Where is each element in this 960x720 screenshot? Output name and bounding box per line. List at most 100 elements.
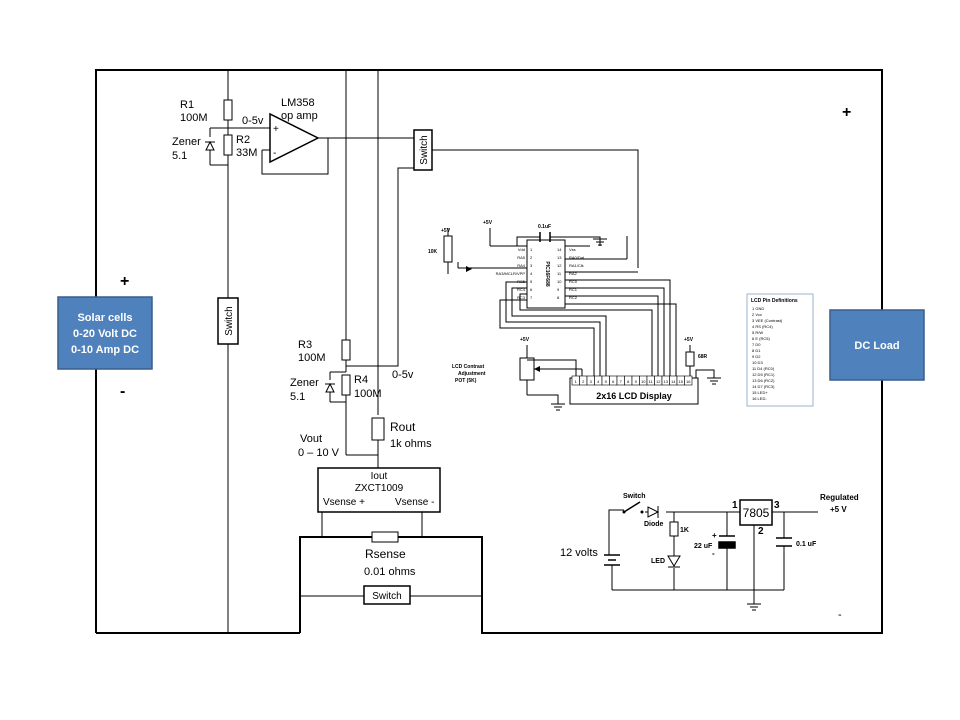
pic-vplus-b: +5V	[441, 228, 451, 234]
legend-item: 13 D6 (RC2)	[752, 378, 775, 383]
switch-top-label: Switch	[419, 135, 430, 164]
rsense-resistor	[371, 531, 399, 543]
zener-bottom-diode	[325, 382, 335, 393]
pic-right-pin: RA0/Dat	[569, 255, 585, 260]
pic-left-pin-num: 2	[530, 255, 533, 260]
psu-pin2: 2	[758, 526, 764, 537]
lcd-pin-num: 6	[612, 379, 615, 384]
zener-top-diode	[205, 140, 215, 151]
zener-bottom-value: 5.1	[290, 391, 305, 403]
r2-resistor	[223, 134, 233, 156]
psu-r1k: 1K	[680, 527, 689, 534]
load-minus: -	[838, 609, 842, 621]
lcd-pin-num: 11	[649, 379, 654, 384]
sensor-iout: Iout	[371, 471, 388, 482]
pic-left-pin-num: 1	[530, 247, 533, 252]
lcd-pin-num: 12	[656, 379, 661, 384]
lcd-contrast-2: Adjustment	[458, 371, 486, 377]
legend-item: 15 LED+	[752, 390, 768, 395]
ground-symbol	[747, 603, 761, 611]
pic-right-pin: RA1/Clk	[569, 263, 584, 268]
switch-top	[413, 129, 433, 171]
switch-mid-label: Switch	[224, 306, 235, 335]
pic-right-pin: RA2	[569, 271, 578, 276]
opamp-minus: -	[273, 148, 276, 159]
pic-left-pin: RC4	[517, 287, 526, 292]
pic-chip	[526, 239, 566, 309]
lcd-pin-num: 3	[590, 379, 593, 384]
lcd-pin-num: 16	[686, 379, 691, 384]
zener-bottom-name: Zener	[290, 377, 319, 389]
r3-value: 100M	[298, 352, 326, 364]
r4-resistor	[341, 374, 351, 396]
switch-bottom	[363, 585, 411, 605]
solar-line1: Solar cells	[77, 312, 132, 324]
solar-line3: 0-10 Amp DC	[71, 344, 139, 356]
vout-line1: Vout	[300, 433, 322, 445]
solar-cells-box	[57, 296, 153, 370]
psu-switch: Switch	[623, 493, 646, 500]
rout-resistor	[371, 417, 385, 441]
r2-value: 33M	[236, 147, 257, 159]
legend-item: 1 GND	[752, 306, 764, 311]
opamp-plus: +	[273, 124, 279, 135]
psu-cap1: 22 uF	[694, 543, 713, 550]
pic-part: PIC16F688	[544, 261, 550, 287]
psu-led: LED	[651, 558, 665, 565]
psu-pin3: 3	[774, 500, 780, 511]
ground-symbol	[707, 377, 721, 385]
load-label: DC Load	[854, 340, 899, 352]
opamp-line2: op amp	[281, 110, 318, 122]
pic-left-pin-num: 3	[530, 263, 533, 268]
legend-item: 10 D3	[752, 360, 763, 365]
legend-item: 8 D1	[752, 348, 761, 353]
rsense-value: 0.01 ohms	[364, 566, 416, 578]
regulator-7805	[739, 499, 773, 526]
pic-right-pin: RC1	[569, 287, 578, 292]
zener-top-value: 5.1	[172, 150, 187, 162]
pic-vplus-a: +5V	[483, 220, 493, 226]
r1-value: 100M	[180, 112, 208, 124]
pic-left-pin: RA5	[517, 255, 526, 260]
lcd-pin-num: 15	[679, 379, 684, 384]
lcd-pin-num: 13	[664, 379, 669, 384]
lcd-contrast-3: POT (5K)	[455, 378, 477, 384]
legend-item: 9 D2	[752, 354, 761, 359]
lcd-pin-num: 1	[575, 379, 578, 384]
lcd-pin-num: 10	[641, 379, 646, 384]
psu-out1: Regulated	[820, 493, 859, 502]
psu-cap1-plus: +	[712, 531, 717, 540]
dc-load-box	[829, 309, 925, 381]
psu-battery: 12 volts	[560, 547, 598, 559]
pic-right-pin-num: 8	[557, 295, 560, 300]
opamp-line1: LM358	[281, 97, 315, 109]
pic-left-pin-num: 6	[530, 287, 533, 292]
lcd-vplus: +5V	[520, 337, 530, 343]
psu-reg: 7805	[743, 506, 770, 520]
div-out: 0-5v	[392, 369, 414, 381]
psu-pin1: 1	[732, 500, 738, 511]
pic-right-pins: Vss14RA0/Dat13RA1/Clk12RA211RC010RC19RC2…	[557, 247, 585, 300]
pic-right-pin-num: 9	[557, 287, 560, 292]
legend-item: 2 Vcc	[752, 312, 762, 317]
ground-symbol	[551, 403, 565, 411]
pic-cap: 0.1uF	[538, 224, 551, 230]
pic-left-pin: RC5	[517, 279, 526, 284]
lcd-r68: 68R	[698, 354, 708, 360]
lcd-contrast-1: LCD Contrast	[452, 364, 485, 370]
rout-value: 1k ohms	[390, 438, 432, 450]
pic-left-pin: RA4	[517, 263, 526, 268]
legend-item: 6 E (RC5)	[752, 336, 770, 341]
lcd-pin-box	[684, 375, 693, 386]
zener-top-name: Zener	[172, 136, 201, 148]
legend-item: 12 D5 (RC1)	[752, 372, 775, 377]
r3-resistor	[341, 339, 351, 361]
rsense-left-wire	[299, 536, 372, 633]
rout-name: Rout	[390, 420, 416, 434]
sensor-vs-minus: Vsense -	[395, 497, 434, 508]
pic-pot: 10K	[428, 249, 438, 255]
solar-minus: -	[120, 383, 125, 400]
sensor-box	[317, 467, 441, 513]
pic-left-pin-num: 7	[530, 295, 533, 300]
